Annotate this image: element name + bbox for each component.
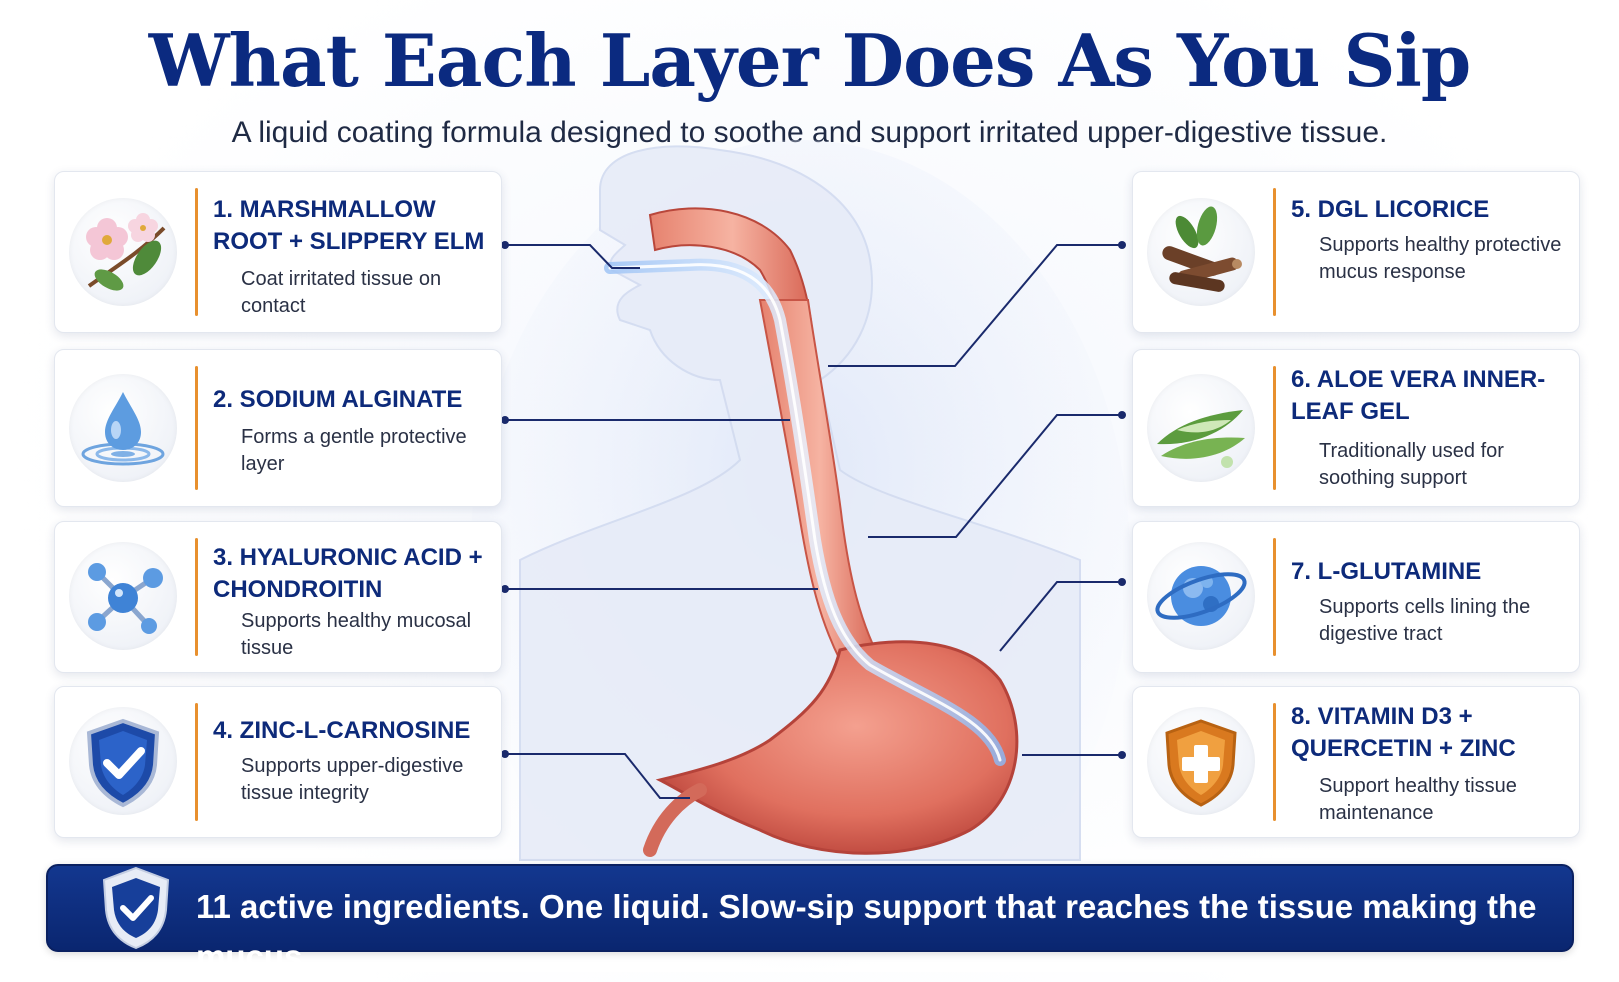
aloe-leaf-icon	[1157, 410, 1245, 468]
connector-dot-3	[501, 585, 509, 593]
shield-check-icon	[102, 866, 170, 950]
card-title: 6. ALOE VERA INNER-LEAF GEL	[1291, 366, 1546, 425]
card-description: Supports healthy protective mucus respon…	[1319, 234, 1562, 283]
connector-dot-4	[501, 750, 509, 758]
ingredient-card-5: 5. DGL LICORICE Supports healthy protect…	[1132, 171, 1580, 333]
ingredient-card-3: 3. HYALURONIC ACID + CHONDROITIN Support…	[54, 521, 502, 673]
connector-dot-7	[1118, 578, 1126, 586]
molecule-icon	[88, 563, 163, 634]
card-title: 1. MARSHMALLOW ROOT + SLIPPERY ELM	[213, 196, 485, 255]
card-description: Traditionally used for soothing support	[1319, 440, 1504, 489]
body-silhouette	[470, 140, 1130, 972]
card-description: Support healthy tissue maintenance	[1319, 775, 1517, 824]
connector-line-5	[828, 244, 1122, 367]
card-title: 3. HYALURONIC ACID + CHONDROITIN	[213, 544, 483, 603]
connector-line-7	[999, 581, 1122, 652]
shield-check-icon	[86, 718, 160, 808]
water-drop-icon	[81, 392, 165, 466]
ingredient-card-7: 7. L-GLUTAMINE Supports cells lining the…	[1132, 521, 1580, 673]
card-description: Supports upper-digestive tissue integrit…	[241, 755, 464, 804]
ingredient-card-8: 8. VITAMIN D3 + QUERCETIN + ZINC Support…	[1132, 686, 1580, 838]
connector-line-1	[505, 244, 640, 269]
connector-lines	[501, 241, 1126, 799]
connector-dot-6	[1118, 411, 1126, 419]
connector-dot-5	[1118, 241, 1126, 249]
card-description: Supports cells lining the digestive trac…	[1319, 596, 1531, 645]
connector-dot-2	[501, 416, 509, 424]
card-title: 2. SODIUM ALGINATE	[213, 386, 463, 413]
cell-orbit-icon	[1155, 566, 1247, 626]
summary-banner: 11 active ingredients. One liquid. Slow-…	[46, 864, 1574, 975]
card-description: Coat irritated tissue on contact	[241, 268, 442, 317]
flower-icon	[86, 213, 166, 291]
ingredient-card-1: 1. MARSHMALLOW ROOT + SLIPPERY ELM Coat …	[54, 171, 502, 333]
connector-line-4	[505, 753, 690, 799]
card-description: Forms a gentle protective layer	[241, 426, 467, 475]
page-title: What Each Layer Does As You Sip	[148, 18, 1472, 103]
licorice-root-icon	[1162, 206, 1242, 292]
card-title: 5. DGL LICORICE	[1291, 196, 1490, 223]
ingredient-card-2: 2. SODIUM ALGINATE Forms a gentle protec…	[54, 349, 502, 507]
ingredient-card-4: 4. ZINC-L-CARNOSINE Supports upper-diges…	[54, 686, 502, 838]
card-title: 4. ZINC-L-CARNOSINE	[213, 717, 471, 744]
connector-line-6	[868, 414, 1122, 538]
card-title: 7. L-GLUTAMINE	[1291, 558, 1482, 585]
shield-plus-icon	[1165, 719, 1237, 807]
connector-dot-1	[501, 241, 509, 249]
banner-text: 11 active ingredients. One liquid. Slow-…	[196, 888, 1537, 975]
ingredient-card-6: 6. ALOE VERA INNER-LEAF GEL Traditionall…	[1132, 349, 1580, 507]
connector-dot-8	[1118, 751, 1126, 759]
card-title: 8. VITAMIN D3 + QUERCETIN + ZINC	[1291, 703, 1516, 762]
card-description: Supports healthy mucosal tissue	[241, 610, 472, 659]
